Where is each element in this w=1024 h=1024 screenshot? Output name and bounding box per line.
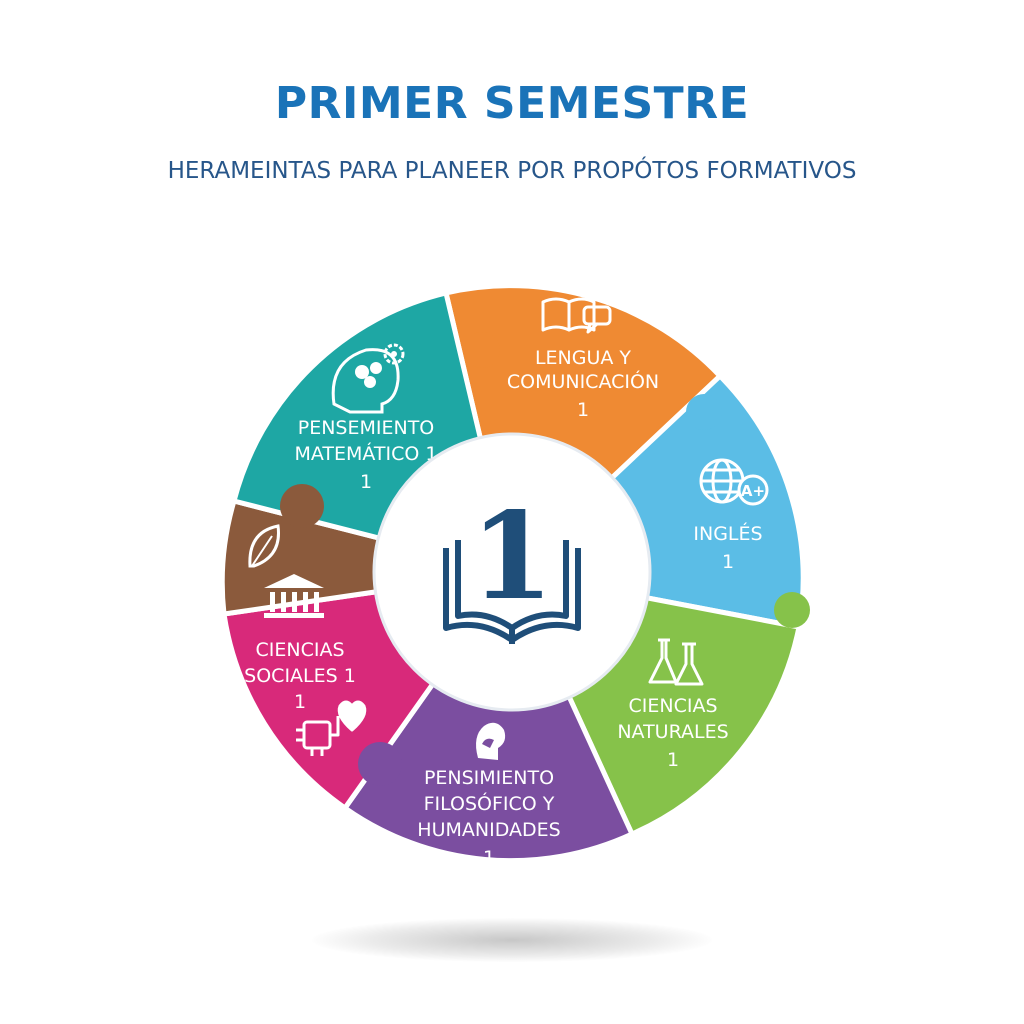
segment-sociales-line-3: 1 (294, 691, 306, 713)
center-circle (372, 432, 652, 712)
segment-lengua-line-3: 1 (577, 399, 589, 421)
puzzle-knob-brown (280, 484, 324, 528)
leaf-building-icon (248, 524, 324, 618)
wheel-shadow (312, 918, 712, 962)
segment-ingles-line-1: INGLÉS (693, 522, 762, 545)
segment-lengua-line-2: COMUNICACIÓN (507, 369, 659, 393)
segment-naturales-line-2: NATURALES (617, 721, 728, 743)
segment-lengua-line-1: LENGUA Y (535, 347, 631, 369)
chip-heart-icon (296, 700, 367, 756)
page-title: PRIMER SEMESTRE (274, 78, 750, 129)
segment-matematico-line-1: PENSEMIENTO (298, 417, 435, 439)
segment-filosofico[interactable]: PENSIMIENTO FILOSÓFICO Y HUMANIDADES 1 (342, 569, 635, 869)
segment-brown[interactable] (219, 498, 515, 618)
segment-sociales-line-2: SOCIALES 1 (244, 665, 356, 687)
segment-ingles-line-2: 1 (722, 551, 734, 573)
segment-filosofico-shape (342, 569, 635, 864)
center-number: 1 (470, 486, 554, 627)
segment-naturales-line-1: CIENCIAS (628, 695, 717, 717)
segment-sociales-line-1: CIENCIAS (255, 639, 344, 661)
book-speech-icon (541, 297, 612, 334)
page-subtitle: HERAMEINTAS PARA PLANEER POR PROPÓTOS FO… (167, 158, 857, 184)
segment-filosofico-line-4: 1 (483, 847, 495, 869)
puzzle-knob-blue (686, 394, 722, 430)
open-book-icon (443, 540, 581, 644)
globe-a-plus-icon (699, 458, 769, 506)
thinker-head-icon (476, 722, 506, 760)
center-hub[interactable]: 1 (372, 432, 652, 712)
puzzle-knob-orange (464, 332, 500, 368)
flask-icon (648, 638, 704, 686)
brain-gear-icon (331, 343, 405, 414)
a-plus-glyph: A+ (741, 482, 765, 500)
segment-filosofico-line-1: PENSIMIENTO (424, 767, 554, 789)
segment-matematico-line-3: 1 (360, 471, 372, 493)
segment-filosofico-line-3: HUMANIDADES (417, 819, 560, 841)
segment-filosofico-line-2: FILOSÓFICO Y (424, 791, 555, 815)
segment-naturales-line-3: 1 (667, 749, 679, 771)
puzzle-knob-green (774, 592, 810, 628)
segment-matematico-line-2: MATEMÁTICO 1 (294, 442, 437, 465)
puzzle-knob-purple (358, 742, 402, 786)
